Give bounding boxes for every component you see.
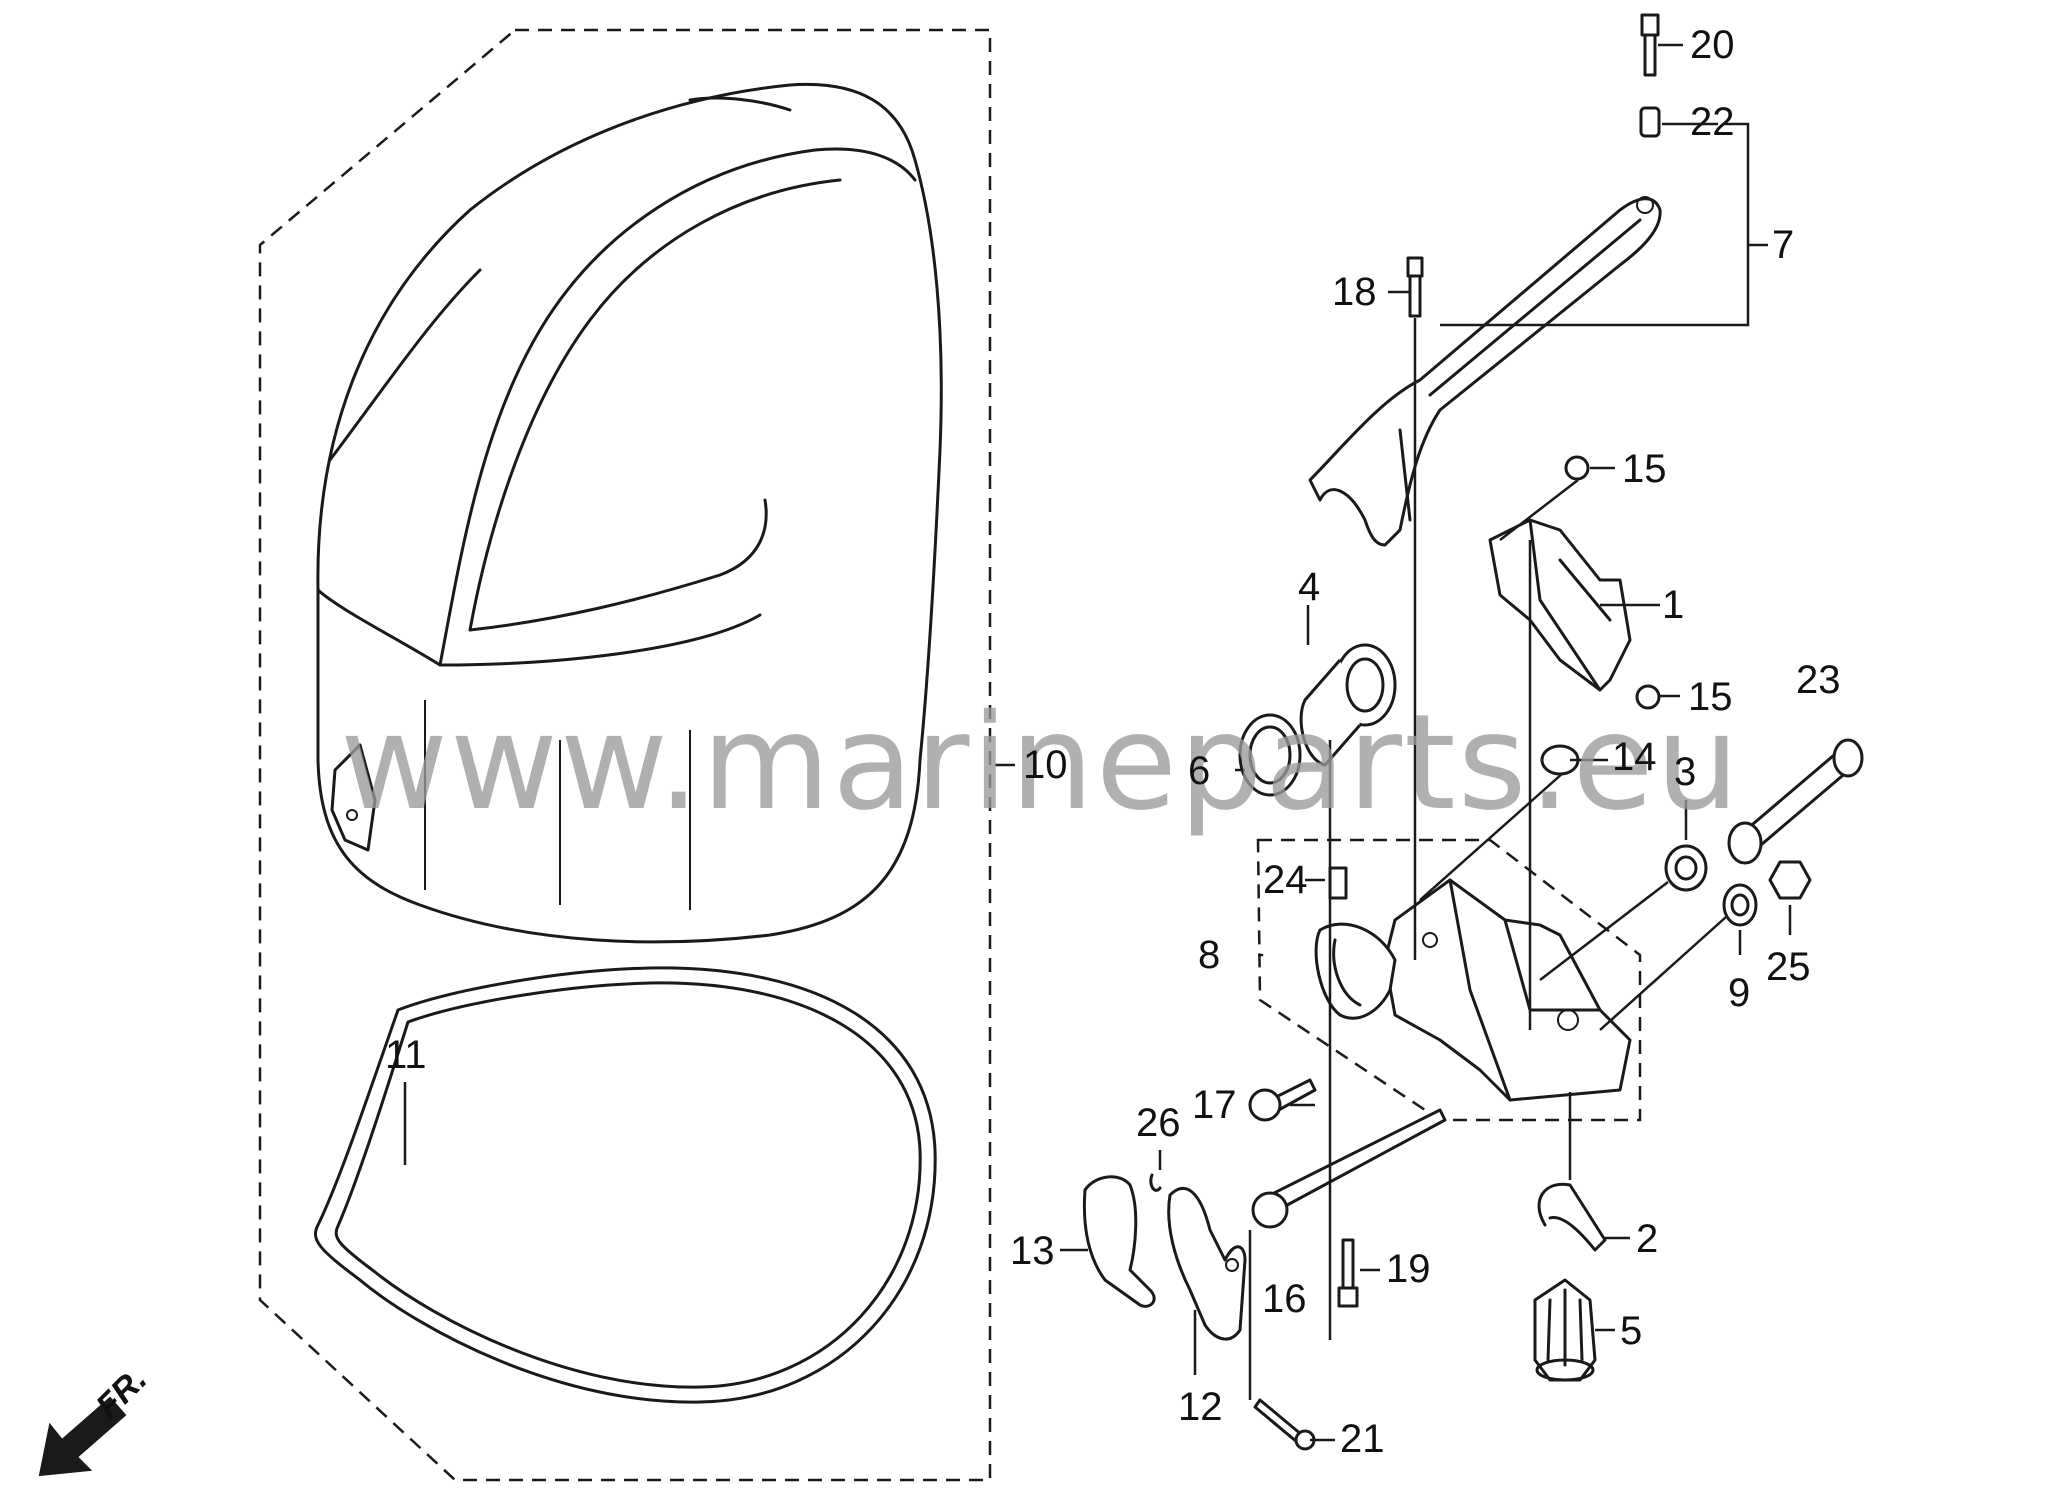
arrow-front-icon: [38, 1396, 127, 1477]
part-label-2: 2: [1636, 1217, 1658, 1261]
nut: [1768, 860, 1812, 900]
part-label-3: 3: [1674, 750, 1696, 794]
collar: [1722, 883, 1758, 927]
cover-latch: [330, 743, 377, 852]
bushing: [1664, 844, 1708, 892]
part-label-10: 10: [1023, 743, 1068, 787]
part-label-4: 4: [1298, 565, 1320, 609]
part-labels: 20 22 7 18 15 1 15 23 4 14 3 6 10 24 8 9…: [385, 23, 1841, 1461]
part-label-18: 18: [1332, 270, 1377, 314]
cover-seal: [313, 966, 937, 1404]
part-label-12: 12: [1178, 1385, 1223, 1429]
clip: [1537, 1182, 1607, 1252]
part-label-17: 17: [1192, 1083, 1237, 1127]
part-label-15-bottom: 15: [1688, 675, 1733, 719]
part-label-11: 11: [385, 1033, 427, 1077]
part-label-7: 7: [1772, 223, 1794, 267]
bolt-20: [1640, 13, 1660, 77]
spring-clip: [1149, 1173, 1162, 1192]
engine-cover: [316, 82, 943, 944]
long-bolt: [1251, 1108, 1447, 1229]
grommet: [1533, 1278, 1597, 1382]
part-label-1: 1: [1662, 583, 1684, 627]
washer-22: [1639, 106, 1661, 138]
cover-assembly-outline: [258, 28, 992, 1482]
front-direction-marker: FR.: [38, 1360, 154, 1477]
bolt-19: [1337, 1238, 1359, 1308]
part-label-16: 16: [1262, 1277, 1307, 1321]
part-label-21: 21: [1340, 1417, 1385, 1461]
part-label-9: 9: [1728, 971, 1750, 1015]
lever-arm: [1308, 196, 1662, 547]
bolt-18: [1406, 256, 1424, 318]
part-label-26: 26: [1136, 1101, 1181, 1145]
bracket-assembly-outline: [1256, 838, 1642, 1122]
part-label-19: 19: [1386, 1247, 1431, 1291]
part-label-13: 13: [1010, 1229, 1055, 1273]
cover-plate: [1167, 1187, 1247, 1341]
leader-lines: [403, 43, 1792, 1442]
lever-bracket: [1314, 878, 1632, 1102]
spacer: [1328, 866, 1348, 900]
part-label-24: 24: [1263, 858, 1308, 902]
pivot-bolt: [1727, 738, 1864, 865]
part-label-25: 25: [1766, 945, 1811, 989]
part-label-14: 14: [1612, 735, 1657, 779]
knob: [1299, 643, 1397, 767]
switch-plate: [1488, 518, 1632, 692]
part-label-6: 6: [1188, 749, 1210, 793]
part-label-23: 23: [1796, 658, 1841, 702]
part-label-22: 22: [1690, 100, 1735, 144]
part-label-5: 5: [1620, 1309, 1642, 1353]
part-label-20: 20: [1690, 23, 1735, 67]
part-label-15-top: 15: [1622, 447, 1667, 491]
part-label-8: 8: [1198, 933, 1220, 977]
bolt-17: [1248, 1078, 1317, 1122]
gasket: [1082, 1175, 1156, 1308]
screw-21: [1253, 1398, 1316, 1451]
screw-15-bottom: [1635, 684, 1661, 710]
watermark: www.marineparts.eu: [340, 686, 1741, 840]
screw-15-top: [1564, 455, 1590, 481]
